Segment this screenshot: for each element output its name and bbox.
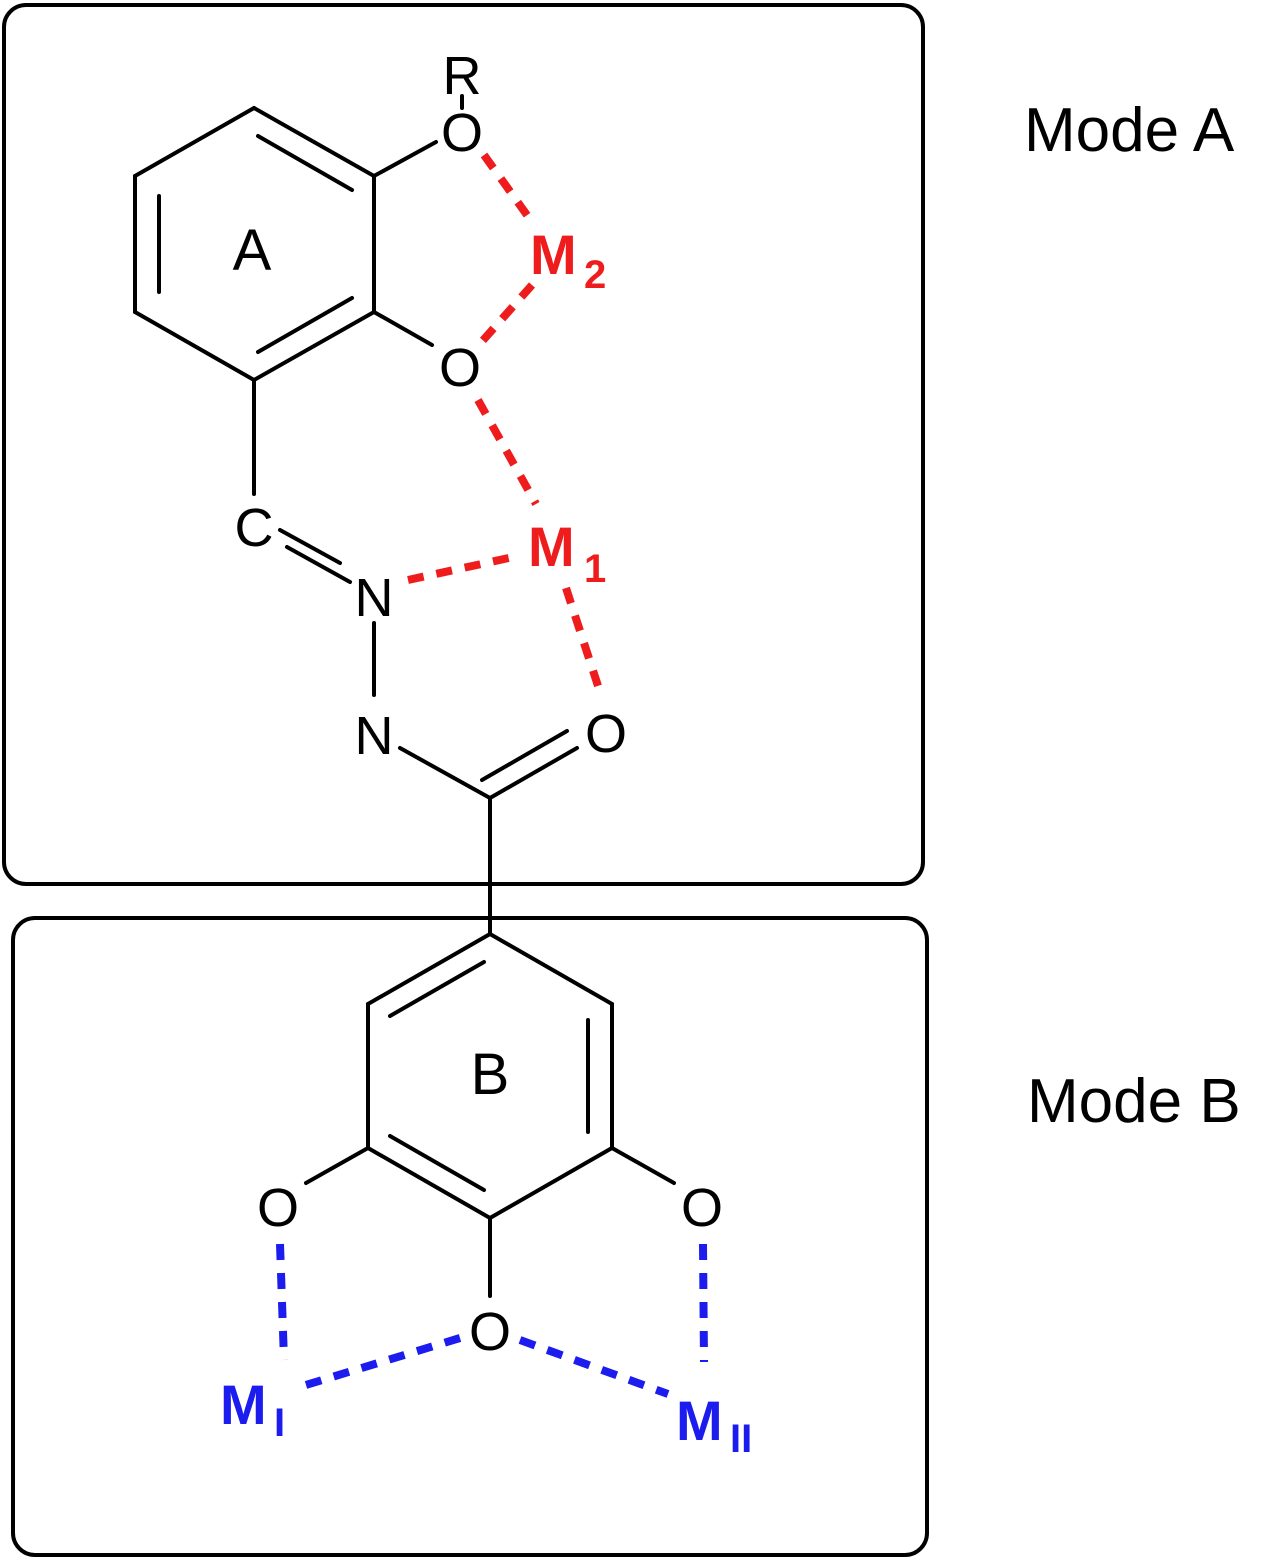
atom-o-left: O bbox=[257, 1178, 299, 1238]
metal-m2-subscript: 2 bbox=[584, 253, 606, 297]
mode-b-box bbox=[11, 916, 929, 1557]
atom-n-imine: N bbox=[355, 568, 394, 628]
mode-a-label: Mode A bbox=[1024, 96, 1235, 165]
metal-m1-subscript: 1 bbox=[584, 547, 606, 591]
ring-label-a: A bbox=[233, 218, 272, 283]
ring-label-b: B bbox=[471, 1042, 510, 1107]
metal-mii-subscript: II bbox=[730, 1417, 752, 1461]
metal-m2-symbol: M bbox=[530, 223, 577, 286]
mode-a-coordination bbox=[407, 152, 604, 694]
metal-mii-symbol: M bbox=[676, 1389, 723, 1452]
ring-a-bonds bbox=[133, 106, 376, 382]
metal-m2: M 2 bbox=[530, 223, 606, 297]
metal-mi-symbol: M bbox=[220, 1373, 267, 1436]
mode-b-label: Mode B bbox=[1027, 1067, 1241, 1136]
metal-m1-symbol: M bbox=[528, 515, 575, 578]
mode-a-box bbox=[2, 3, 925, 886]
mode-a-bonds bbox=[252, 94, 579, 936]
metal-mi: M I bbox=[220, 1373, 285, 1445]
atom-o-top: O bbox=[441, 103, 483, 163]
ring-b-bonds bbox=[304, 932, 676, 1298]
mode-b-coordination bbox=[276, 1243, 708, 1398]
metal-mii: M II bbox=[676, 1389, 752, 1461]
metal-m1: M 1 bbox=[528, 515, 606, 591]
atom-o-mid: O bbox=[439, 338, 481, 398]
atom-r: R bbox=[443, 46, 482, 106]
metal-mi-subscript: I bbox=[274, 1401, 285, 1445]
atom-o-center: O bbox=[469, 1302, 511, 1362]
atom-c: C bbox=[235, 498, 274, 558]
atom-n-amide: N bbox=[355, 706, 394, 766]
atom-o-right: O bbox=[681, 1178, 723, 1238]
atom-o-carbonyl: O bbox=[585, 704, 627, 764]
